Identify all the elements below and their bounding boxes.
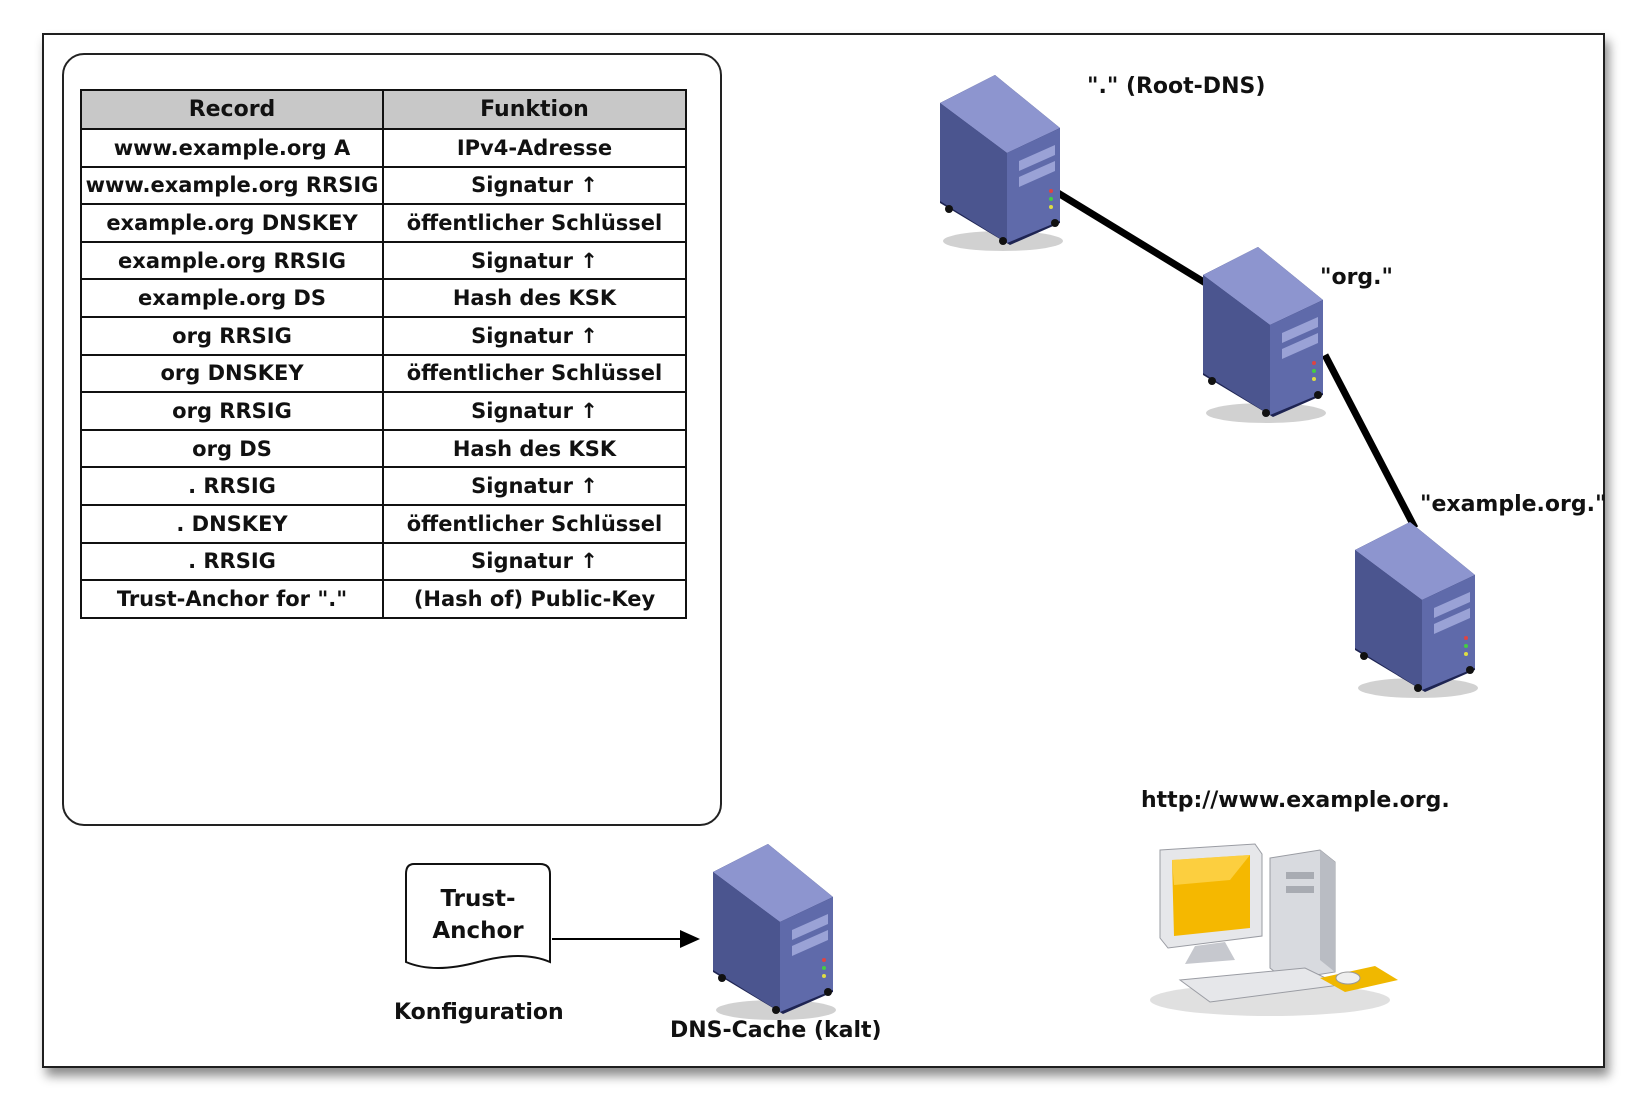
org-server-icon [1203, 247, 1326, 423]
client-computer-icon [1150, 843, 1398, 1016]
org-server-label: "org." [1320, 265, 1393, 290]
trust-anchor-document-icon [405, 863, 551, 969]
funktion-cell: öffentlicher Schlüssel [382, 203, 687, 243]
record-cell: org DS [80, 428, 384, 469]
dns-cache-label: DNS-Cache (kalt) [670, 1018, 882, 1043]
funktion-cell: Signatur ↑ [382, 466, 687, 506]
record-cell: org RRSIG [80, 315, 384, 356]
root-server-label: "." (Root-DNS) [1087, 74, 1266, 99]
client-url-label: http://www.example.org. [1141, 788, 1450, 813]
record-cell: . RRSIG [80, 466, 384, 506]
record-cell: . DNSKEY [80, 503, 384, 544]
record-cell: . RRSIG [80, 541, 384, 582]
funktion-cell: Signatur ↑ [382, 391, 687, 431]
header-record: Record [80, 89, 384, 130]
funktion-cell: Hash des KSK [382, 428, 687, 469]
record-cell: org DNSKEY [80, 353, 384, 394]
record-cell: Trust-Anchor for "." [80, 579, 384, 619]
record-cell: www.example.org A [80, 128, 384, 168]
funktion-cell: Signatur ↑ [382, 315, 687, 356]
funktion-cell: öffentlicher Schlüssel [382, 353, 687, 394]
root-server-icon [940, 75, 1063, 251]
dns-cache-server-icon [713, 844, 836, 1020]
record-cell: example.org DS [80, 278, 384, 318]
link-org-example [1321, 353, 1419, 530]
funktion-cell: öffentlicher Schlüssel [382, 503, 687, 544]
table-row: Trust-Anchor for "."(Hash of) Public-Key [80, 579, 687, 619]
funktion-cell: Signatur ↑ [382, 165, 687, 206]
example-server-label: "example.org." [1420, 492, 1607, 517]
header-funktion: Funktion [382, 89, 687, 130]
arrow-head-icon [680, 930, 700, 948]
record-cell: example.org RRSIG [80, 240, 384, 281]
table-header-row: Record Funktion [80, 89, 687, 130]
funktion-cell: Hash des KSK [382, 278, 687, 318]
example-server-icon [1355, 522, 1478, 698]
record-cell: example.org DNSKEY [80, 203, 384, 243]
record-cell: www.example.org RRSIG [80, 165, 384, 206]
funktion-cell: Signatur ↑ [382, 240, 687, 281]
konfiguration-caption: Konfiguration [394, 1000, 564, 1025]
trust-anchor-label-2: Anchor [432, 918, 524, 944]
funktion-cell: IPv4-Adresse [382, 128, 687, 168]
trust-anchor-label-1: Trust- [440, 886, 516, 912]
funktion-cell: Signatur ↑ [382, 541, 687, 582]
funktion-cell: (Hash of) Public-Key [382, 579, 687, 619]
link-root-org [1056, 190, 1214, 290]
record-cell: org RRSIG [80, 391, 384, 431]
